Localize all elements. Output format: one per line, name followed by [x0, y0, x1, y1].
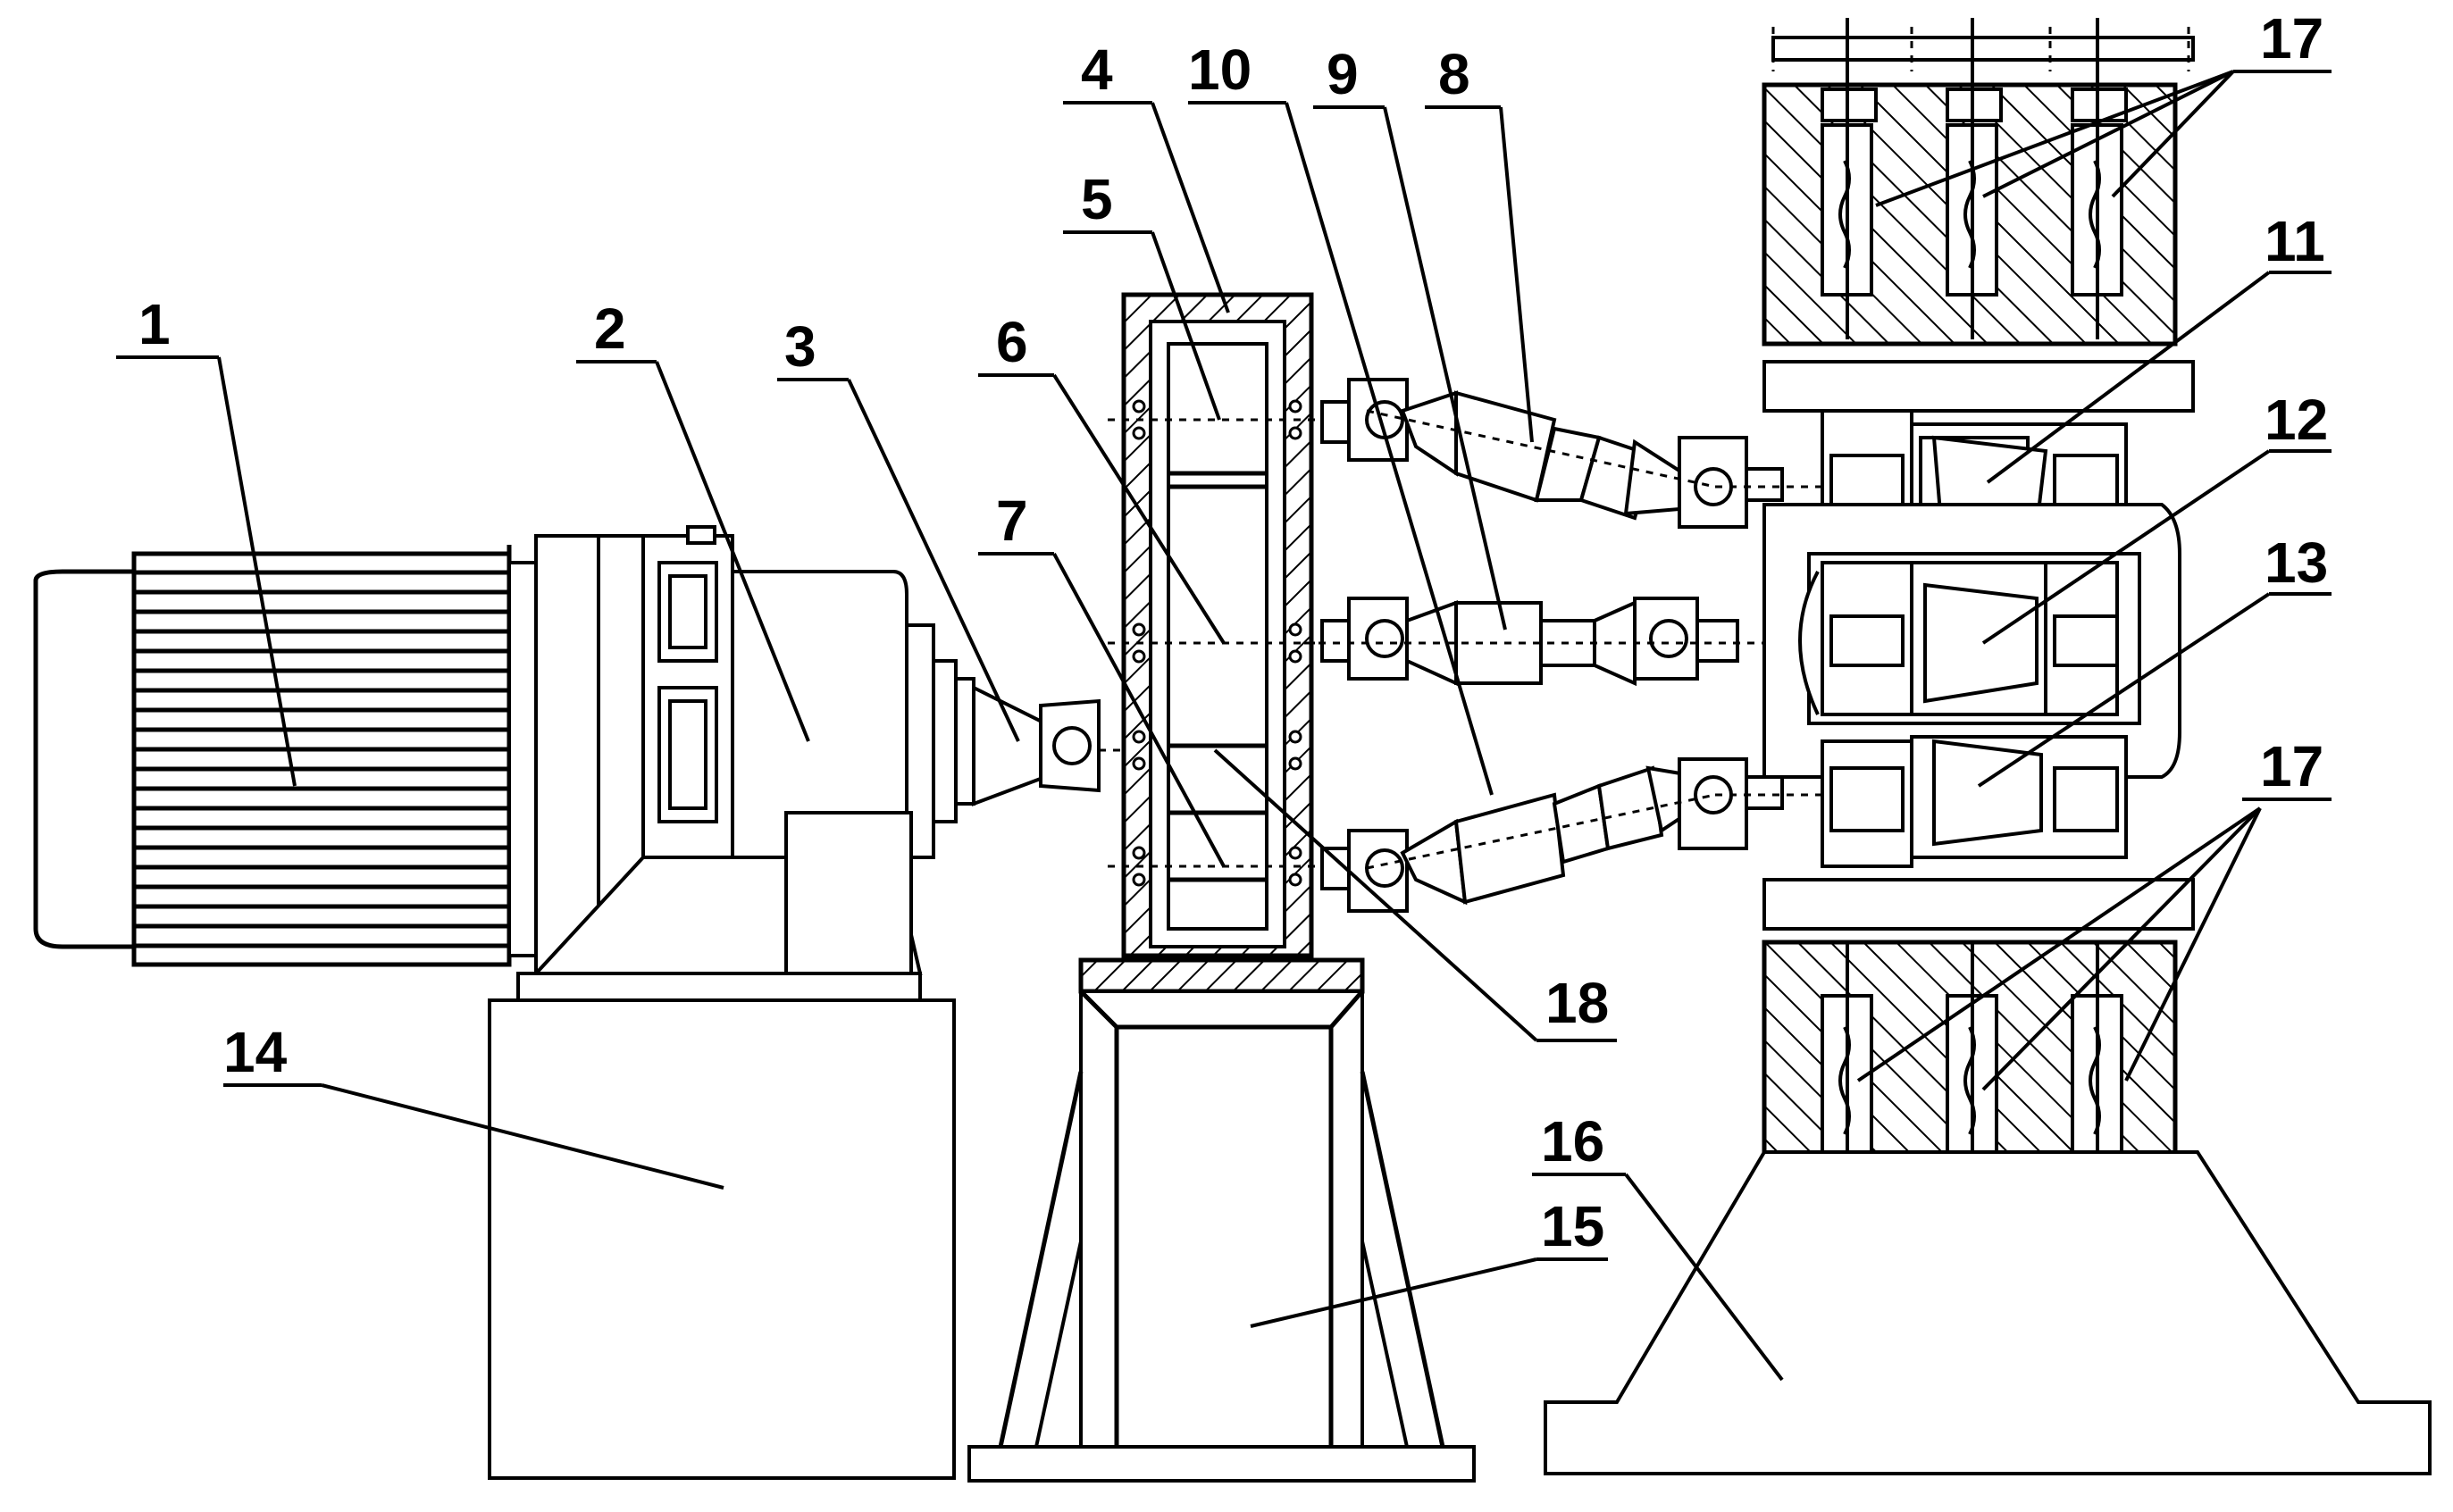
label-14: 14: [223, 1020, 288, 1084]
label-1: 1: [138, 292, 171, 356]
label-16: 16: [1541, 1109, 1604, 1174]
label-8: 8: [1438, 42, 1470, 106]
label-4: 4: [1081, 38, 1113, 102]
label-7: 7: [996, 489, 1028, 553]
motor-base: [490, 973, 954, 1478]
label-11: 11: [2265, 209, 2325, 273]
motor: [36, 545, 536, 965]
label-15: 15: [1541, 1194, 1604, 1258]
reducer: [536, 527, 933, 973]
gearbox-stand: [969, 960, 1474, 1481]
label-10: 10: [1188, 38, 1252, 102]
label-6: 6: [996, 310, 1028, 374]
label-9: 9: [1327, 42, 1359, 106]
label-13: 13: [2265, 530, 2328, 595]
label-5: 5: [1081, 167, 1113, 231]
label-12: 12: [2265, 388, 2328, 452]
roll-assembly: [1764, 18, 2193, 1299]
label-17-bottom: 17: [2260, 734, 2323, 798]
gearbox: [1108, 295, 1322, 956]
label-3: 3: [784, 314, 816, 379]
label-2: 2: [594, 297, 626, 361]
mill-base: [1545, 1152, 2430, 1474]
label-17-top: 17: [2260, 6, 2323, 71]
label-18: 18: [1545, 971, 1609, 1035]
